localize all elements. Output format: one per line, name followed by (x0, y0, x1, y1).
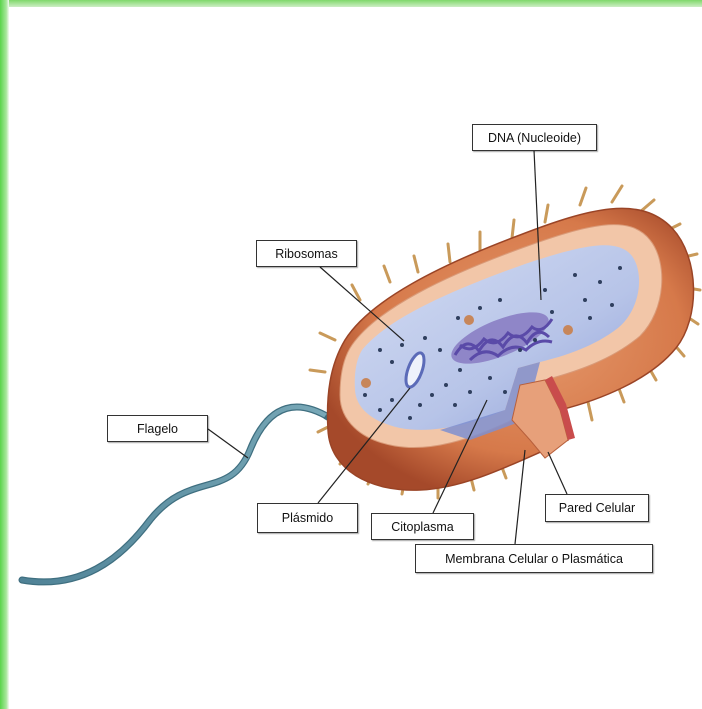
label-plasmido: Plásmido (257, 503, 358, 533)
label-ribosomas: Ribosomas (256, 240, 357, 267)
label-membrana: Membrana Celular o Plasmática (415, 544, 653, 573)
label-dna: DNA (Nucleoide) (472, 124, 597, 151)
label-citoplasma: Citoplasma (371, 513, 474, 540)
label-flagelo: Flagelo (107, 415, 208, 442)
label-pared-celular: Pared Celular (545, 494, 649, 522)
